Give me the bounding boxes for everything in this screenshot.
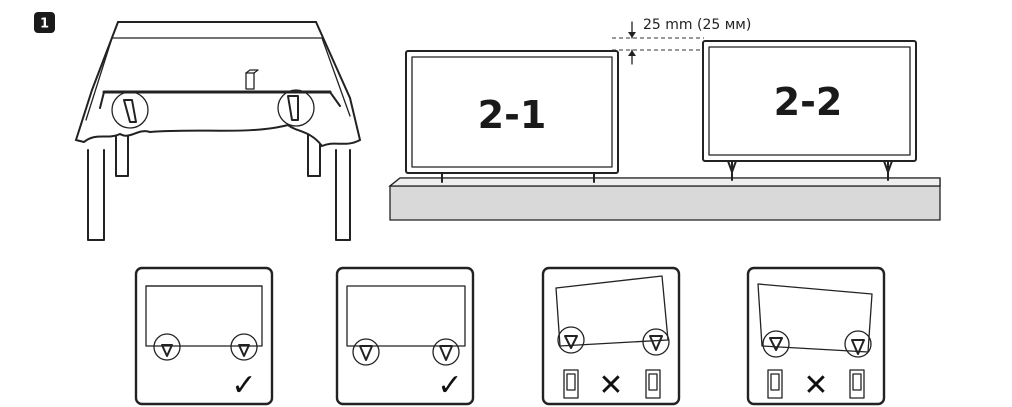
tv-label-2-1: 2-1 xyxy=(478,93,547,137)
panel-incorrect-3: ✕ xyxy=(541,266,681,406)
gap-note: 25 mm (25 мм) xyxy=(643,17,751,33)
step-number: 1 xyxy=(40,17,49,32)
tv-label-2-2: 2-2 xyxy=(774,80,843,124)
table-illustration xyxy=(74,21,362,241)
check-mark-1: ✓ xyxy=(231,368,256,403)
cross-mark-4: ✕ xyxy=(803,368,828,403)
tv-2-2: 2-2 xyxy=(702,40,917,181)
gap-dimension: 25 mm (25 мм) xyxy=(612,17,751,65)
panel-correct-2: ✓ xyxy=(335,266,475,406)
check-mark-2: ✓ xyxy=(437,368,462,403)
tv-2-1: 2-1 xyxy=(405,50,619,183)
stand-surface xyxy=(388,177,941,221)
panel-correct-1: ✓ xyxy=(134,266,274,406)
panel-incorrect-4: ✕ xyxy=(746,266,886,406)
cross-mark-3: ✕ xyxy=(598,368,623,403)
step-badge: 1 xyxy=(34,12,55,33)
